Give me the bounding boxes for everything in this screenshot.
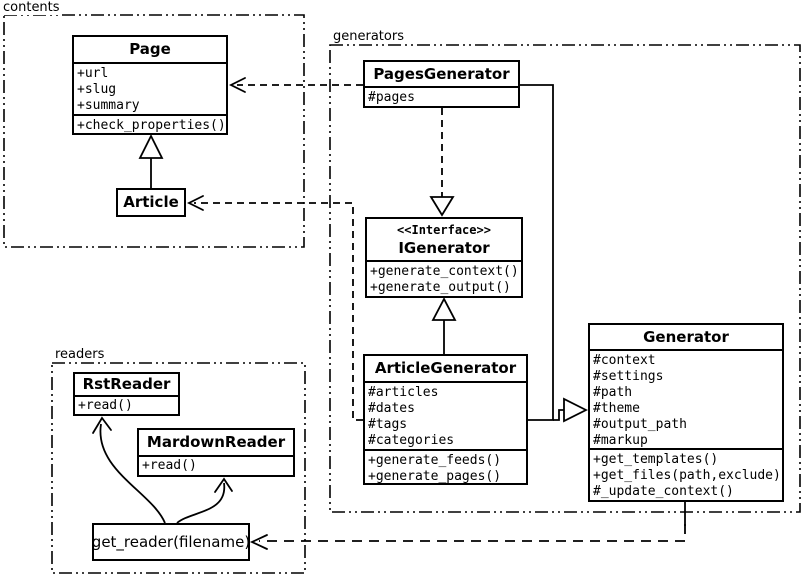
class-generator-attribute: #settings <box>593 369 664 384</box>
class-articlegenerator-attribute: #categories <box>368 433 455 448</box>
class-page-name: Page <box>74 37 226 64</box>
realization-triangle-icon <box>429 196 455 217</box>
class-igenerator-method: +generate_output() <box>370 280 511 295</box>
package-label-contents: contents <box>1 0 62 15</box>
class-pagesgenerator-attribute: #pages <box>368 90 415 105</box>
class-articlegenerator-method: +generate_pages() <box>368 469 502 484</box>
class-rstreader: RstReader +read() <box>73 372 180 416</box>
class-generator-method: +get_templates() <box>593 452 719 467</box>
class-generator-attribute: #theme <box>593 401 640 416</box>
get-reader-label: get_reader(filename) <box>91 533 251 551</box>
class-articlegenerator-attribute: #tags <box>368 417 408 432</box>
class-generator: Generator #context #settings #path #them… <box>588 323 784 502</box>
class-generator-method: +get_files(path,exclude) <box>593 468 781 483</box>
class-rstreader-name: RstReader <box>75 374 178 397</box>
class-articlegenerator: ArticleGenerator #articles #dates #tags … <box>363 354 528 485</box>
edge-generator-getreader <box>259 524 686 542</box>
class-page-method: +check_properties() <box>77 118 226 133</box>
class-page-attribute: +slug <box>77 82 117 97</box>
class-generator-method: #_update_context() <box>593 484 734 499</box>
class-igenerator-name: IGenerator <box>398 239 490 257</box>
package-readers-border <box>51 362 306 574</box>
inheritance-triangle-icon <box>431 297 457 321</box>
inheritance-triangle-icon <box>138 133 164 159</box>
open-arrow-icon <box>214 477 233 493</box>
class-articlegenerator-name: ArticleGenerator <box>365 356 526 383</box>
edge-getreader-mardownreader <box>176 482 225 524</box>
class-generator-attribute: #markup <box>593 433 648 448</box>
edge-getreader-rstreader <box>99 423 166 524</box>
class-generator-attribute: #output_path <box>593 417 687 432</box>
class-articlegenerator-method: +generate_feeds() <box>368 453 502 468</box>
class-pagesgenerator-name: PagesGenerator <box>365 62 518 88</box>
open-arrow-icon <box>186 195 204 211</box>
open-arrow-icon <box>92 416 112 434</box>
class-articlegenerator-attribute: #articles <box>368 385 439 400</box>
class-articlegenerator-attribute: #dates <box>368 401 415 416</box>
class-igenerator: <<Interface>> IGenerator +generate_conte… <box>365 217 523 298</box>
class-page-attribute: +url <box>77 66 109 81</box>
class-page: Page +url +slug +summary +check_properti… <box>72 35 228 135</box>
package-generators-border <box>329 44 801 513</box>
edge-merge-generator <box>553 409 564 421</box>
inheritance-triangle-icon <box>563 397 589 423</box>
class-article: Article <box>116 188 186 217</box>
class-generator-attribute: #context <box>593 353 656 368</box>
open-arrow-icon <box>249 534 268 550</box>
edge-pagesgenerator-generator <box>520 84 554 421</box>
open-arrow-icon <box>228 77 246 93</box>
class-mardownreader: MardownReader +read() <box>137 428 295 477</box>
class-igenerator-stereotype: <<Interface>> <box>397 223 491 237</box>
class-pagesgenerator: PagesGenerator #pages <box>363 60 520 108</box>
function-box-get-reader: get_reader(filename) <box>92 523 250 561</box>
class-generator-attribute: #path <box>593 385 633 400</box>
package-label-generators: generators <box>331 29 406 44</box>
package-label-readers: readers <box>53 347 107 362</box>
class-mardownreader-name: MardownReader <box>139 430 293 457</box>
package-contents-border <box>3 14 305 248</box>
class-generator-name: Generator <box>590 325 782 351</box>
class-mardownreader-method: +read() <box>142 458 197 473</box>
class-igenerator-method: +generate_context() <box>370 264 519 279</box>
class-rstreader-method: +read() <box>78 398 133 413</box>
edge-articlegenerator-article <box>194 202 363 421</box>
class-article-name: Article <box>123 193 179 211</box>
class-page-attribute: +summary <box>77 98 140 113</box>
